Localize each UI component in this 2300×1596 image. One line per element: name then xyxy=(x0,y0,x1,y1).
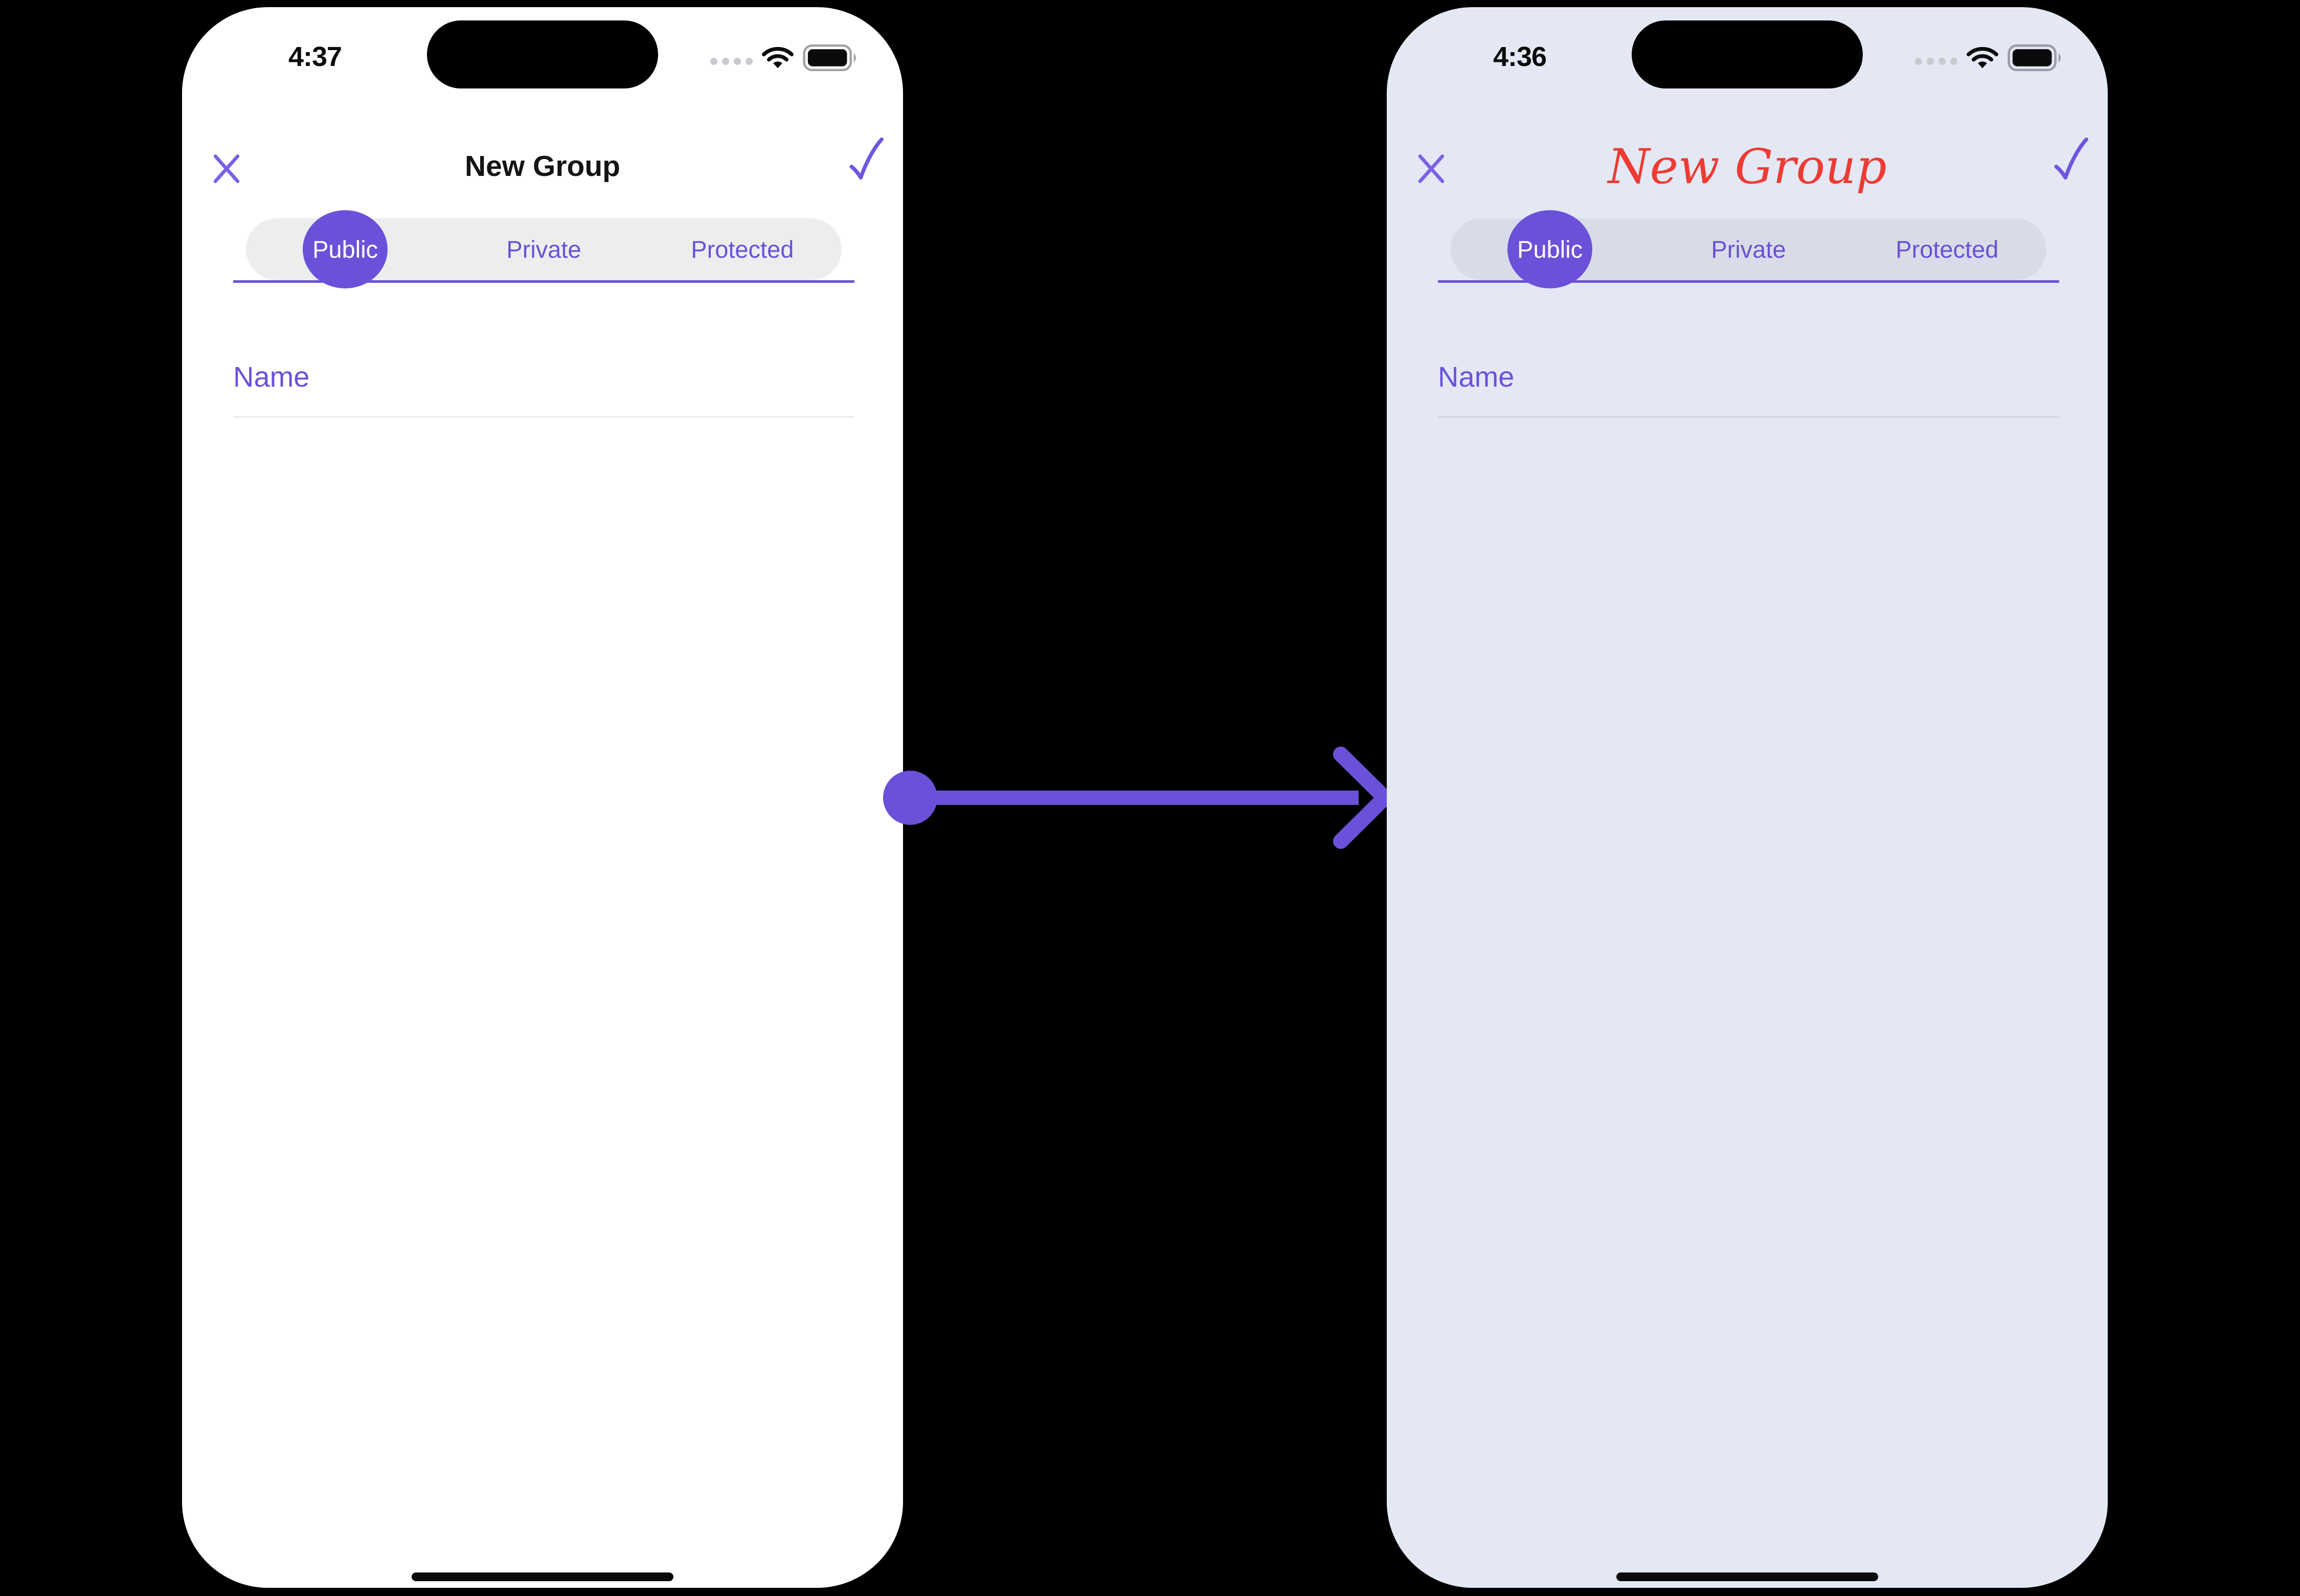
confirm-icon[interactable] xyxy=(2051,135,2090,182)
selected-tab-indicator xyxy=(303,210,388,288)
name-field-underline xyxy=(233,416,854,418)
tabs-underline xyxy=(233,280,854,283)
tab-public[interactable]: Public xyxy=(246,218,444,280)
confirm-icon[interactable] xyxy=(847,135,886,182)
cellular-signal-icon xyxy=(1915,51,1957,65)
phone-before: 4:37 New Group Public xyxy=(182,7,903,1588)
page-title: New Group xyxy=(1608,139,1887,195)
segmented-pill: Public Private Protected xyxy=(1451,210,2046,288)
group-name-input[interactable] xyxy=(233,356,854,397)
visibility-segmented-control: Public Private Protected xyxy=(1438,210,2059,288)
battery-icon xyxy=(2008,44,2061,72)
status-time: 4:36 xyxy=(1493,41,1547,72)
close-icon[interactable] xyxy=(211,152,242,186)
phone-after: 4:36 New Group Public xyxy=(1387,7,2108,1588)
tab-protected[interactable]: Protected xyxy=(1848,218,2046,280)
status-time: 4:37 xyxy=(288,41,342,72)
transition-arrow-icon xyxy=(883,747,1392,849)
dynamic-island xyxy=(1632,20,1863,88)
close-icon[interactable] xyxy=(1416,152,1447,186)
tab-private[interactable]: Private xyxy=(1649,218,1847,280)
tab-private[interactable]: Private xyxy=(444,218,643,280)
group-name-input[interactable] xyxy=(1438,356,2059,397)
status-icons xyxy=(1915,43,2064,73)
tab-protected[interactable]: Protected xyxy=(643,218,842,280)
name-field-underline xyxy=(1438,416,2059,418)
tab-public[interactable]: Public xyxy=(1451,218,1649,280)
cellular-signal-icon xyxy=(710,51,753,65)
page-title: New Group xyxy=(464,150,620,183)
visibility-segmented-control: Public Private Protected xyxy=(233,210,854,288)
status-icons xyxy=(710,43,859,73)
home-indicator[interactable] xyxy=(412,1572,673,1581)
dynamic-island xyxy=(427,20,658,88)
selected-tab-indicator xyxy=(1507,210,1593,288)
home-indicator[interactable] xyxy=(1616,1572,1878,1581)
wifi-icon xyxy=(1967,47,1998,69)
tabs-underline xyxy=(1438,280,2059,283)
wifi-icon xyxy=(762,47,794,69)
segmented-pill: Public Private Protected xyxy=(246,210,842,288)
battery-icon xyxy=(803,44,856,72)
